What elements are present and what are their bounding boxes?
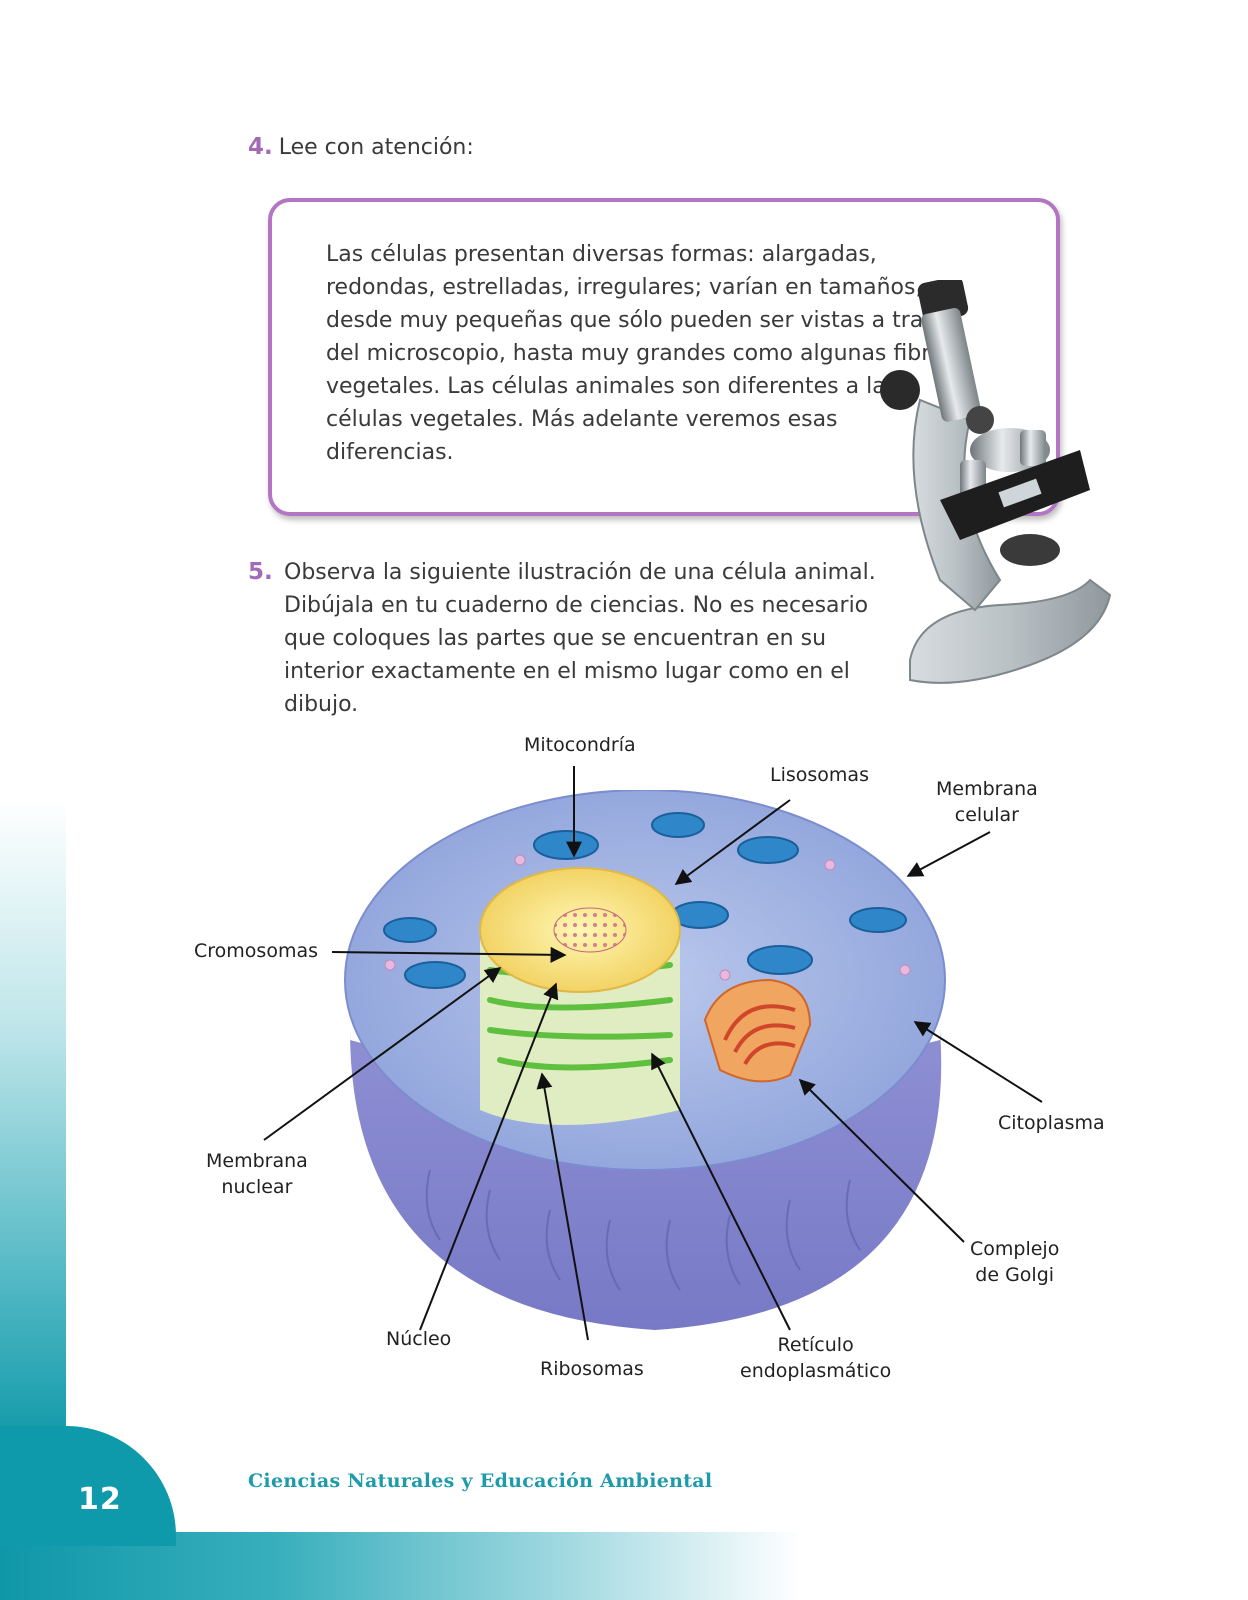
question-4-text: Lee con atención: [278, 135, 474, 160]
left-decorative-band [0, 800, 66, 1440]
label-ribosomas: Ribosomas [540, 1358, 644, 1380]
label-membrana-nuclear: Membrana nuclear [206, 1150, 308, 1198]
label-mitocondria: Mitocondría [524, 734, 636, 756]
question-4-number: 4. [248, 134, 273, 160]
question-5-number: 5. [248, 559, 273, 585]
page-number: 12 [78, 1482, 122, 1517]
label-citoplasma: Citoplasma [998, 1112, 1105, 1134]
label-cromosomas: Cromosomas [194, 940, 318, 962]
label-nucleo: Núcleo [386, 1328, 452, 1350]
question-4-prompt: 4.Lee con atención: [248, 134, 474, 160]
label-reticulo-endoplasmatico: Retículo endoplasmático [740, 1334, 892, 1382]
animal-cell-illustration [344, 790, 946, 1330]
microscope-illustration [880, 280, 1112, 684]
reading-text: Las células presentan diversas formas: a… [326, 242, 962, 465]
question-5: 5. Observa la siguiente ilustración de u… [248, 556, 888, 721]
label-complejo-golgi: Complejo de Golgi [970, 1238, 1060, 1286]
label-membrana-celular: Membrana celular [936, 778, 1038, 826]
reading-box: Las células presentan diversas formas: a… [268, 198, 1060, 516]
label-lisosomas: Lisosomas [770, 764, 869, 786]
book-title: Ciencias Naturales y Educación Ambiental [248, 1470, 713, 1492]
question-5-text: Observa la siguiente ilustración de una … [284, 560, 876, 717]
